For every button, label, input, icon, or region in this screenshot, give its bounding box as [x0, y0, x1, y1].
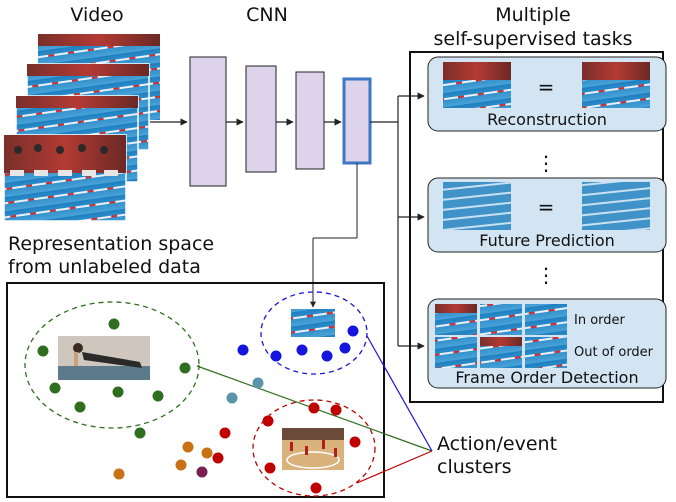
out-of-order-label: Out of order — [574, 345, 654, 360]
reconstruction-label: Reconstruction — [487, 110, 607, 129]
frame-order-label: Frame Order Detection — [455, 368, 638, 387]
representation-label-line2: from unlabeled data — [8, 256, 201, 278]
connector-blue — [366, 335, 433, 452]
task-reconstruction: = Reconstruction — [427, 56, 667, 132]
task-frame-order-detection: In order Out of order Frame Order Detect… — [427, 298, 667, 389]
clusters-label-line2: clusters — [437, 456, 512, 478]
connector-red — [356, 450, 433, 484]
reconstruction-equals: = — [538, 75, 555, 99]
future-prediction-equals: = — [538, 195, 555, 219]
cluster-points — [37, 318, 361, 494]
pushup-image — [58, 336, 150, 380]
future-prediction-label: Future Prediction — [479, 231, 615, 250]
pool-image — [291, 309, 335, 337]
feature-layer — [342, 77, 372, 165]
cnn-header: CNN — [246, 4, 288, 26]
tasks-header-line2: self-supervised tasks — [433, 28, 633, 50]
task-future-prediction: = Future Prediction — [427, 177, 667, 253]
clusters-label-line1: Action/event — [437, 433, 558, 455]
cluster-blue-ellipse — [260, 291, 368, 375]
ellipsis-1: ⋮ — [536, 151, 556, 175]
representation-label-line1: Representation space — [8, 233, 215, 255]
tasks-header-line1: Multiple — [495, 4, 571, 26]
basketball-image — [282, 428, 344, 470]
cluster-red-ellipse — [252, 399, 376, 497]
representation-space-box — [6, 282, 385, 498]
in-order-label: In order — [574, 313, 626, 328]
video-header: Video — [70, 4, 124, 26]
cluster-green-ellipse — [24, 301, 200, 429]
ellipsis-2: ⋮ — [536, 263, 556, 287]
cnn-layers — [189, 56, 372, 187]
video-frames — [3, 34, 160, 222]
